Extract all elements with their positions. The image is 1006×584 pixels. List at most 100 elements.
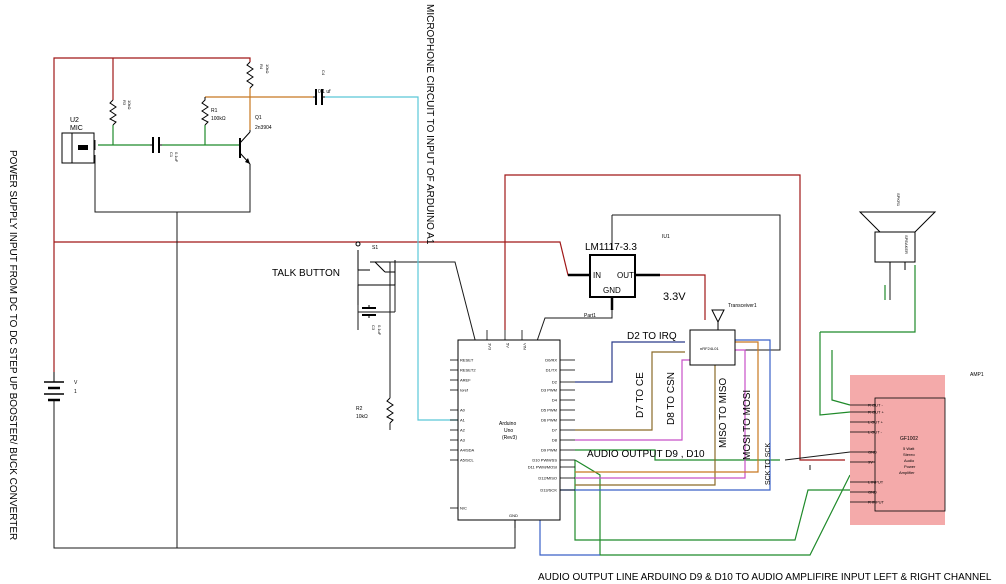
capacitor-c1: C1 0.1uF (150, 137, 179, 163)
arduino-pin-aref: AREF (460, 378, 471, 383)
sck-label: SCK TO SCK (765, 443, 772, 485)
talk-button-label: TALK BUTTON (272, 268, 340, 279)
amp-pin-r-out-: R OUT - (868, 403, 883, 408)
arduino-pin-d8: D8 (552, 438, 558, 443)
talk-switch-s1: S1 (355, 241, 396, 305)
nrf-label: nRF24L01 (700, 346, 719, 351)
arduino-gnd-pin: GND (509, 513, 518, 518)
arduino-pin-d7: D7 (552, 428, 558, 433)
arduino-pin-a3: A3 (460, 438, 466, 443)
amp-desc-5: Amplifier (899, 470, 915, 475)
arduino-pin-reset: RESET (460, 358, 474, 363)
part1-label: Part1 (584, 313, 596, 319)
arduino-pin-reset2: RESET2 (460, 368, 476, 373)
voltage-3v3-label: 3.3V (663, 291, 686, 303)
arduino-pin-ioref: Ioref (460, 388, 469, 393)
arduino-pin-d5-pwm: D5 PWM (541, 408, 557, 413)
amp-pin-gnd: GND (868, 490, 877, 495)
regulator-in: IN (593, 271, 601, 280)
c1-value: 0.1uF (174, 152, 179, 163)
arduino-pin-d6-pwm: D6 PWM (541, 418, 557, 423)
power-supply-label: POWER SUPPLY INPUT FROM DC TO DC STEP UP… (7, 150, 18, 540)
mic-label: MIC (70, 125, 83, 132)
regulator-gnd: GND (603, 286, 621, 295)
mosi-label: MOSI TO MOSI (742, 390, 753, 460)
transceiver-label: Transceiver1 (728, 303, 757, 309)
amplifier-gf1002: AMP1 GF1002 5 Watt Stereo Audio Power Am… (850, 372, 984, 525)
amp-pin-l-input: L INPUT (868, 480, 884, 485)
d7-ce-label: D7 TO CE (635, 372, 646, 418)
c4-label: C4 (321, 70, 326, 76)
arduino-pin-3v3: 3V3 (488, 343, 493, 351)
c3-label: C3 (371, 325, 376, 331)
arduino-pin-d1-tx: D1/TX (546, 368, 558, 373)
r4-label: R4 (259, 64, 264, 70)
arduino-name-3: (Rev3) (502, 435, 517, 441)
battery-v1: V 1 (44, 372, 78, 402)
r3-label: R3 (122, 100, 127, 106)
r1-value: 100kΩ (211, 116, 226, 122)
arduino-name-1: Arduino (499, 421, 516, 427)
q1-label: Q1 (255, 115, 262, 121)
red-power-wires (53, 57, 845, 461)
amp-name: GF1002 (900, 436, 918, 442)
u2-label: U2 (70, 117, 79, 124)
arduino-pin-d3-pwm: D3 PWM (541, 388, 557, 393)
spkr1-label: SPKR1 (896, 193, 901, 207)
iu1-label: IU1 (662, 234, 670, 240)
transceiver-nrf24: nRF24L01 Transceiver1 (689, 303, 757, 366)
speaker-label: SPEAKER (904, 235, 909, 254)
miso-label: MISO TO MISO (718, 378, 729, 448)
arduino-pin-5v: 5V (506, 343, 511, 348)
cyan-mic-signal (325, 96, 462, 421)
arduino-pin-a4-sda: A4/SDA (460, 448, 475, 453)
brown-wires (575, 351, 716, 486)
arduino-pin-a2: A2 (460, 428, 466, 433)
d8-csn-label: D8 TO CSN (666, 372, 677, 425)
regulator-lm1117: LM1117-3.3 IN OUT GND IU1 (568, 234, 670, 310)
capacitor-c4: C4 0.1 uf (313, 70, 331, 105)
q1-value: 2n3904 (255, 125, 272, 131)
amp-pin-9v: 9V (868, 460, 873, 465)
v-label: V (74, 380, 78, 386)
r2-value: 10kΩ (356, 414, 368, 420)
arduino-pin-d2: D2 (552, 380, 558, 385)
s1-label: S1 (372, 245, 378, 251)
black-wires (53, 140, 891, 549)
speaker-spkr1: SPEAKER SPKR1 (858, 193, 937, 270)
transistor-q1: Q1 2n3904 (239, 115, 272, 170)
amp-pin-l-out-: L OUT - (868, 430, 883, 435)
resistor-r4: R4 10kΩ (246, 61, 270, 89)
resistor-r1: R1 100kΩ (201, 97, 226, 126)
d2-irq-wire (575, 341, 685, 383)
r3-value: 10kΩ (127, 100, 132, 109)
amp1-label: AMP1 (970, 372, 984, 378)
d2-irq-label: D2 TO IRQ (627, 331, 677, 342)
audio-output-line-label: AUDIO OUTPUT LINE ARDUINO D9 & D10 TO AU… (538, 572, 992, 583)
c1-label: C1 (169, 152, 174, 158)
green-mic-wires (98, 125, 240, 146)
arduino-pin-a1: A1 (460, 418, 466, 423)
resistor-r2: R2 10kΩ (356, 262, 394, 430)
amp-desc-3: Audio (904, 458, 915, 463)
pink-wires (575, 349, 746, 479)
regulator-name: LM1117-3.3 (585, 242, 637, 253)
miso-wire (575, 341, 759, 473)
microphone-u2: U2 MIC (61, 117, 95, 164)
arduino-name-2: Uno (504, 428, 513, 434)
r2-label: R2 (356, 406, 363, 412)
amp-pin-gnd: GND (868, 450, 877, 455)
arduino-pin-d12-miso: D12/MISO (538, 476, 557, 481)
audio-output-label: AUDIO OUTPUT D9 , D10 (587, 449, 705, 460)
arduino-pin-d10-pwm-ss: D10 PWM/SS (532, 458, 557, 463)
arduino-pin-d11-pwm-mosi: D11 PWM/MOSI (528, 465, 557, 470)
arduino-pin-a5-scl: A5/SCL (460, 458, 475, 463)
arduino-pin-d9-pwm: D9 PWM (541, 448, 557, 453)
mic-circuit-label: MICROPHONE CIRCUIT TO INPUT OF ARDUINO A… (424, 4, 435, 245)
amp-pin-r-input: R INPUT (868, 500, 885, 505)
